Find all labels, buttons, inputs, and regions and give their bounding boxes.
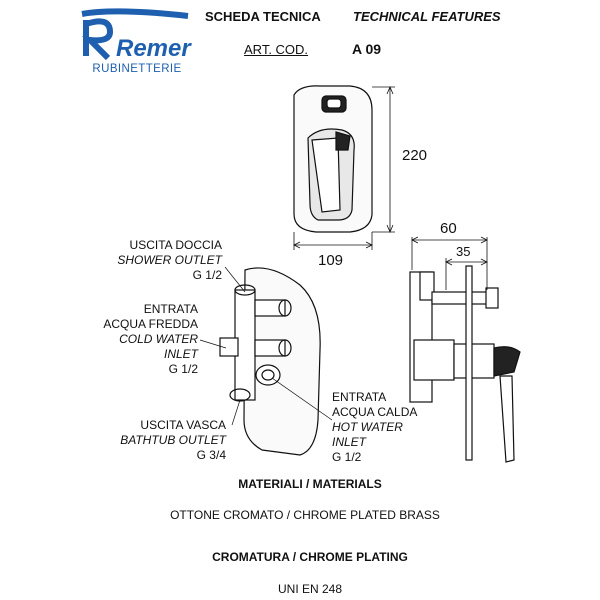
art-label: ART. COD. bbox=[244, 42, 309, 57]
dim-depth-inner: 35 bbox=[456, 244, 471, 259]
plating-title: CROMATURA / CHROME PLATING bbox=[212, 550, 408, 564]
shower-en: SHOWER OUTLET bbox=[117, 253, 222, 267]
dim-height: 220 bbox=[402, 147, 428, 164]
cold-en-2: INLET bbox=[163, 347, 198, 361]
cold-size: G 1/2 bbox=[168, 362, 198, 376]
hot-it-2: ACQUA CALDA bbox=[332, 405, 418, 419]
dim-depth: 60 bbox=[440, 220, 457, 237]
bath-it: USCITA VASCA bbox=[140, 418, 226, 432]
label-cold: ENTRATA ACQUA FREDDA COLD WATER INLET G … bbox=[84, 302, 198, 377]
hot-size: G 1/2 bbox=[332, 450, 362, 464]
hot-en-2: INLET bbox=[332, 435, 367, 449]
side-view bbox=[409, 265, 521, 463]
dim-width: 109 bbox=[318, 252, 344, 269]
shower-it: USCITA DOCCIA bbox=[129, 238, 222, 252]
bath-en: BATHTUB OUTLET bbox=[120, 433, 226, 447]
materials-value: OTTONE CROMATO / CHROME PLATED BRASS bbox=[170, 508, 440, 522]
shower-size: G 1/2 bbox=[192, 268, 222, 282]
cold-it-2: ACQUA FREDDA bbox=[103, 317, 198, 331]
art-code: A 09 bbox=[352, 41, 382, 57]
hot-it-1: ENTRATA bbox=[332, 390, 387, 404]
features-title: TECHNICAL FEATURES bbox=[353, 9, 501, 24]
label-shower: USCITA DOCCIA SHOWER OUTLET G 1/2 bbox=[90, 238, 222, 283]
scheda-title: SCHEDA TECNICA bbox=[205, 9, 321, 24]
cold-it-1: ENTRATA bbox=[143, 302, 198, 316]
leader-lines bbox=[199, 266, 333, 426]
cold-en-1: COLD WATER bbox=[119, 332, 198, 346]
hot-en-1: HOT WATER bbox=[332, 420, 403, 434]
brand-name: Remer bbox=[116, 35, 192, 62]
label-hot: ENTRATA ACQUA CALDA HOT WATER INLET G 1/… bbox=[332, 390, 452, 465]
remer-logo: Remer bbox=[76, 6, 196, 80]
label-bath: USCITA VASCA BATHTUB OUTLET G 3/4 bbox=[90, 418, 226, 463]
body-perspective bbox=[219, 267, 321, 456]
materials-title: MATERIALI / MATERIALS bbox=[238, 477, 382, 491]
brand-subtitle: RUBINETTERIE bbox=[92, 63, 182, 75]
front-view bbox=[293, 85, 373, 233]
plating-value: UNI EN 248 bbox=[277, 582, 343, 596]
bath-size: G 3/4 bbox=[196, 448, 226, 462]
